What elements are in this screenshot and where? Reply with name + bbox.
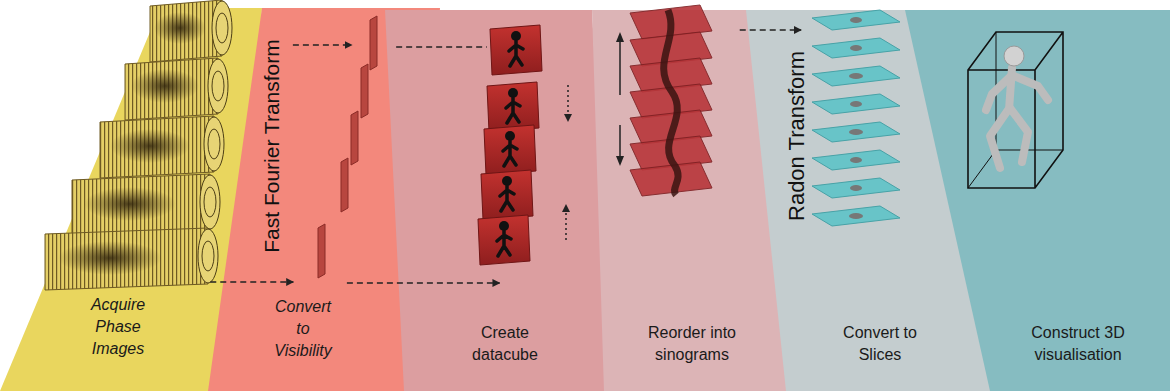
stage-band: Create datacube	[385, 10, 612, 391]
band-caption-box: Acquire Phase Images	[81, 294, 155, 360]
stage-band: Convert to Visibility	[208, 8, 440, 391]
step-caption: Create datacube	[463, 322, 547, 366]
band-outline	[385, 10, 612, 391]
band-shape	[208, 8, 440, 391]
band-caption-box: Construct 3D visualisation	[1023, 322, 1133, 366]
stage-band: Acquire Phase Images	[0, 8, 262, 391]
transform-label-box: Radon Transform	[784, 51, 810, 221]
transform-label: Fast Fourier Transform	[260, 39, 284, 253]
step-caption: Convert to Visibility	[268, 296, 338, 362]
band-caption-box: Convert to Visibility	[268, 296, 338, 362]
band-caption-box: Reorder into sinograms	[638, 322, 746, 366]
stage-band: Construct 3D visualisation	[905, 10, 1170, 391]
step-caption: Reorder into sinograms	[638, 322, 746, 366]
step-caption: Convert to Slices	[838, 322, 922, 366]
band-caption-box: Create datacube	[463, 322, 547, 366]
band-outline	[905, 10, 1170, 391]
step-caption: Construct 3D visualisation	[1023, 322, 1133, 366]
stage-band: Reorder into sinograms	[592, 10, 790, 391]
dashed-arrow	[210, 281, 293, 282]
step-caption: Acquire Phase Images	[81, 294, 155, 360]
phase-image-stack	[45, 0, 232, 290]
transform-label: Radon Transform	[784, 51, 810, 221]
transform-label-box: Fast Fourier Transform	[260, 39, 284, 253]
band-caption-box: Convert to Slices	[838, 322, 922, 366]
